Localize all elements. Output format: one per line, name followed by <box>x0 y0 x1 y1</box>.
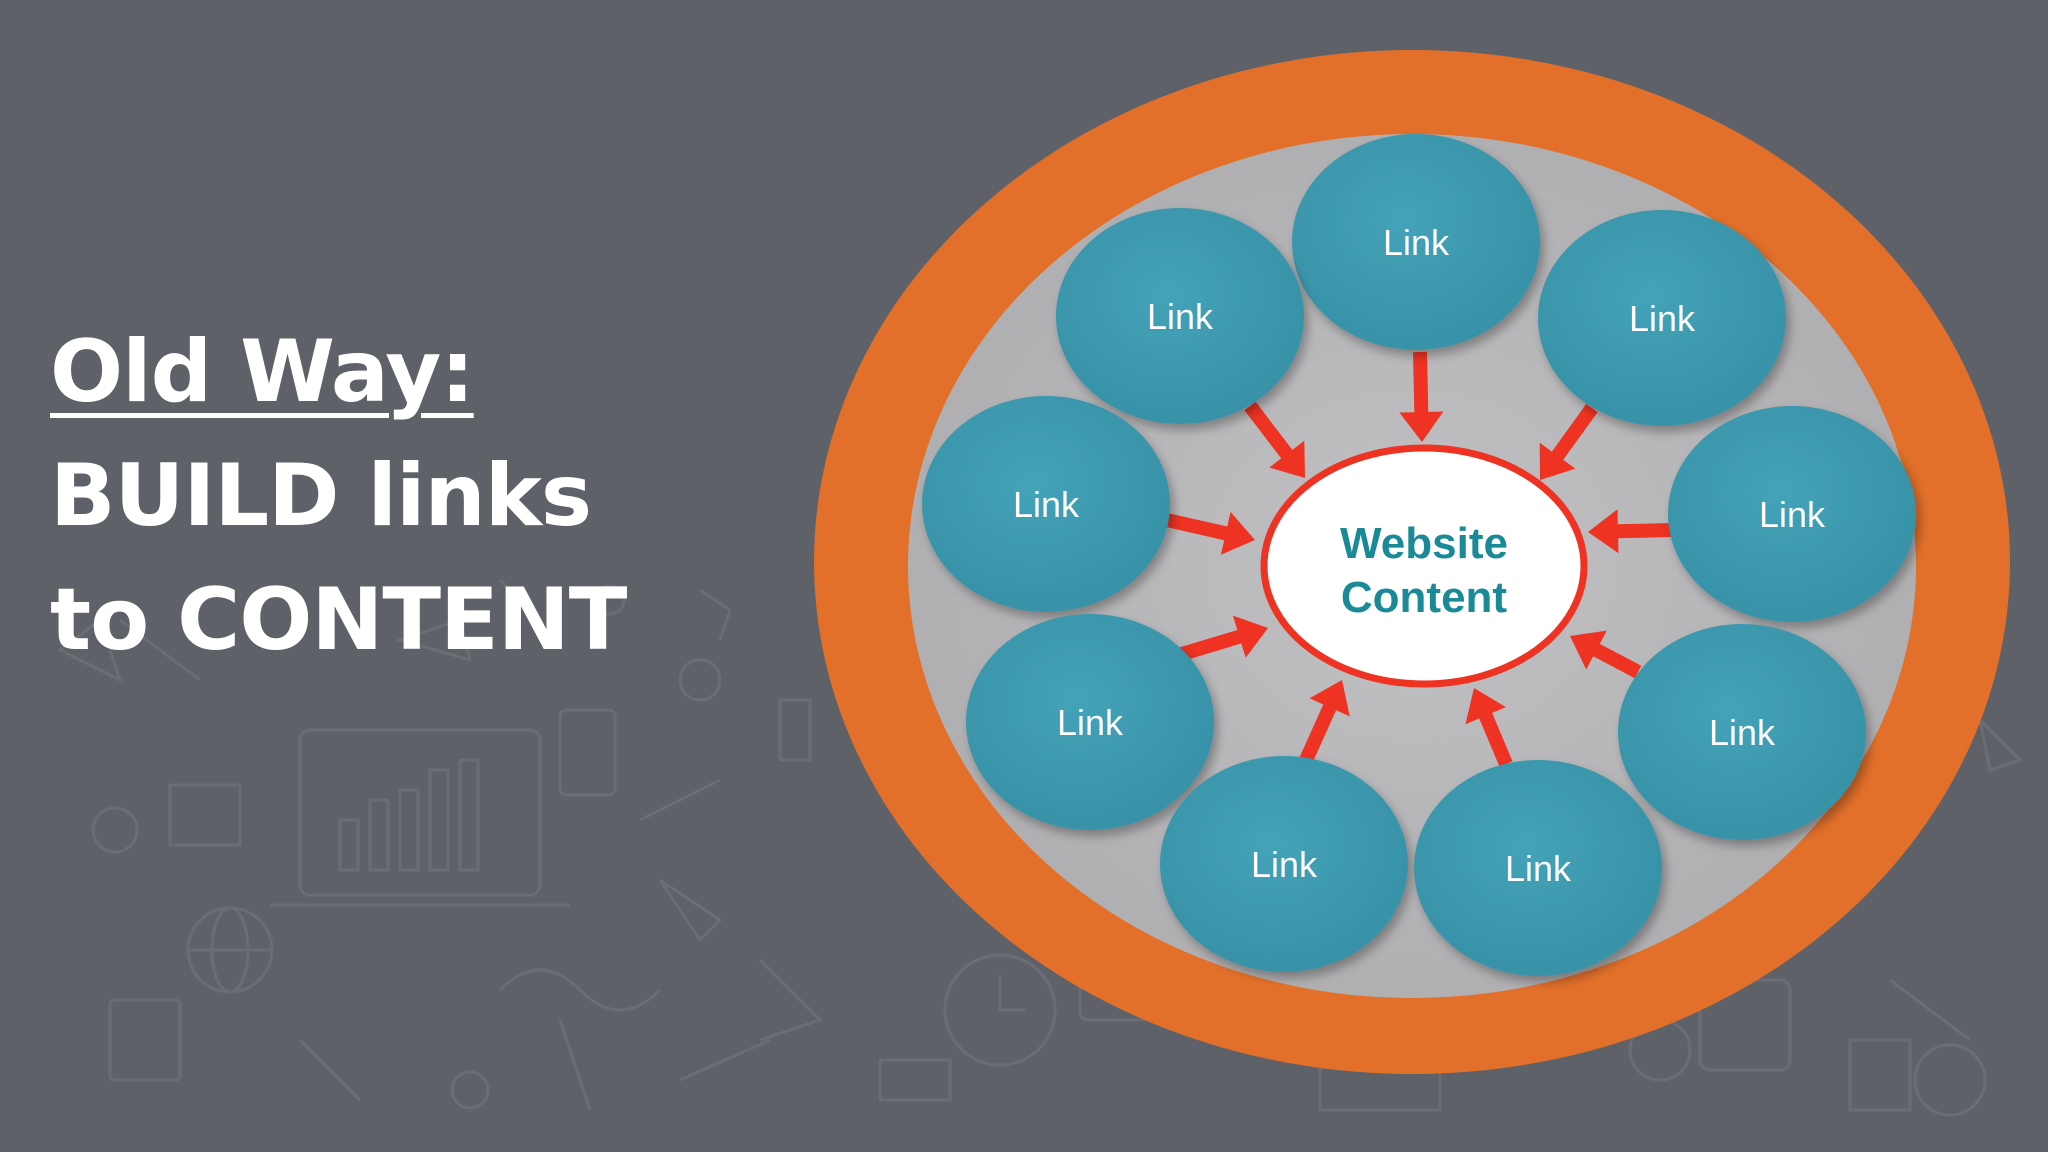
link-node-5[interactable]: Link <box>1668 406 1916 622</box>
link-label: Link <box>1147 296 1214 337</box>
arrow-6 <box>1180 615 1268 661</box>
calculator-doodle-icon <box>558 708 617 797</box>
link-node-6[interactable]: Link <box>966 614 1214 830</box>
heading-line-2: BUILD links <box>50 446 592 546</box>
arrow-3 <box>1539 403 1598 480</box>
link-label: Link <box>1057 702 1124 743</box>
link-node-2[interactable]: Link <box>1056 208 1304 424</box>
link-label: Link <box>1759 494 1826 535</box>
link-label: Link <box>1709 712 1776 753</box>
link-node-9[interactable]: Link <box>1414 760 1662 976</box>
arrow-9 <box>1465 688 1513 767</box>
arrow-2 <box>1244 401 1305 478</box>
link-node-1[interactable]: Link <box>1292 134 1540 350</box>
link-label: Link <box>1629 298 1696 339</box>
slide-heading: Old Way: BUILD links to CONTENT <box>50 310 627 682</box>
arrows-group <box>1156 351 1673 767</box>
arrow-1 <box>1399 351 1444 442</box>
link-label: Link <box>1251 844 1318 885</box>
arrow-8 <box>1299 680 1350 763</box>
link-label: Link <box>1383 222 1450 263</box>
link-node-7[interactable]: Link <box>1618 624 1866 840</box>
laptop-doodle-icon <box>298 728 542 897</box>
heading-line-3: to CONTENT <box>50 570 627 670</box>
center-label-line-1: Website <box>1340 519 1508 568</box>
arrow-4 <box>1156 511 1255 555</box>
link-label: Link <box>1013 484 1080 525</box>
link-label: Link <box>1505 848 1572 889</box>
links-group: Link Link Link Link Link Link <box>922 134 1916 976</box>
link-node-8[interactable]: Link <box>1160 756 1408 972</box>
center-label-line-2: Content <box>1341 573 1508 622</box>
arrow-7 <box>1570 630 1642 679</box>
center-node[interactable]: Website Content <box>1260 444 1588 688</box>
heading-line-1: Old Way: <box>50 322 475 422</box>
link-node-3[interactable]: Link <box>1538 210 1786 426</box>
arrow-5 <box>1588 509 1673 554</box>
clock-doodle-icon <box>943 953 1057 1067</box>
link-node-4[interactable]: Link <box>922 396 1170 612</box>
